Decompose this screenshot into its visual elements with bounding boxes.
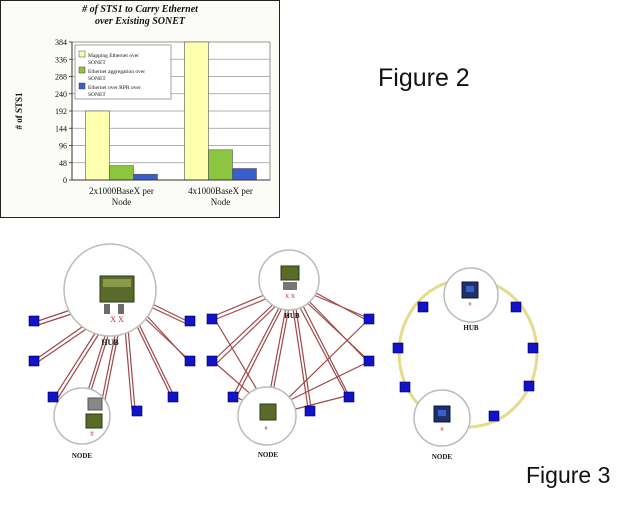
star-node-equipment-icon: #: [85, 397, 103, 438]
y-tick-label: 336: [55, 55, 67, 64]
mesh-edge-node: [363, 355, 375, 367]
ring-hub-equipment-icon: #: [461, 281, 479, 308]
chart-subtitle: over Existing SONET: [95, 16, 186, 27]
mesh-edge-nodes: [206, 313, 375, 417]
ring-node-equipment-icon: #: [433, 405, 451, 433]
star-edge-node: [167, 391, 179, 403]
star-edge-node: [47, 391, 59, 403]
ring-edge-node: [488, 410, 500, 422]
figure-2-label: Figure 2: [378, 64, 470, 92]
ring-topology: # HUB # NODE: [392, 267, 539, 461]
ring-hub-label: HUB: [463, 324, 479, 332]
y-tick-label: 384: [55, 38, 67, 47]
ring-edge-node: [392, 342, 404, 354]
y-tick-label: 240: [55, 90, 67, 99]
ring-edge-node: [510, 301, 522, 313]
legend-swatch: [78, 50, 86, 58]
ring-node-port-mark: #: [441, 427, 444, 433]
ring-edge-node: [527, 342, 539, 354]
mesh-edge-node: [206, 355, 218, 367]
star-edge-node: [28, 315, 40, 327]
network-topology-diagrams: X X HUB # NODE: [28, 243, 539, 461]
bar: [208, 149, 233, 181]
ring-edge-node: [417, 301, 429, 313]
mesh-edge-node: [206, 313, 218, 325]
x-tick-label: Node: [112, 197, 132, 207]
legend-box: [74, 44, 172, 100]
legend-entry-text: Mapping Ethernet over: [88, 53, 139, 59]
mesh-edge-node: [227, 391, 239, 403]
star-hub-label: HUB: [101, 338, 119, 347]
mesh-edge-node: [363, 313, 375, 325]
bar: [133, 173, 158, 181]
legend-entry-text: SONET: [88, 76, 106, 82]
legend-entry-text: Ethernet over RPR over: [88, 85, 141, 91]
ring-node-label: NODE: [432, 453, 453, 461]
legend-entry-text: Ethernet aggregation over: [88, 69, 145, 75]
mesh-topology: X X HUB # NODE: [206, 249, 375, 459]
mesh-hub-equipment-icon: X X: [280, 265, 300, 300]
mesh-edge-node: [304, 405, 316, 417]
star-edge-nodes: [28, 315, 196, 417]
star-edge-node: [184, 315, 196, 327]
x-tick-label: Node: [211, 197, 231, 207]
chart-title: # of STS1 to Carry Ethernet: [81, 4, 199, 15]
bar: [109, 165, 134, 181]
x-tick-label: 2x1000BaseX per: [89, 186, 154, 196]
bar: [85, 110, 110, 181]
x-tick-label: 4x1000BaseX per: [188, 186, 253, 196]
mesh-node-label: NODE: [258, 451, 279, 459]
star-node-port-mark: #: [90, 430, 94, 438]
star-hub-equipment-icon: X X: [99, 275, 135, 324]
y-tick-label: 0: [63, 176, 67, 185]
legend-swatch: [78, 82, 86, 90]
ring-edge-nodes: [392, 301, 539, 422]
bar: [232, 168, 257, 181]
legend-entry-text: SONET: [88, 92, 106, 98]
y-tick-label: 288: [55, 73, 67, 82]
ring-edge-node: [399, 381, 411, 393]
star-edge-node: [184, 355, 196, 367]
mesh-hub-port-mark: X X: [285, 294, 296, 300]
y-axis-label: # of STS1: [14, 92, 24, 130]
y-tick-label: 144: [55, 124, 67, 133]
star-edge-node: [131, 405, 143, 417]
ring-hub-port-mark: #: [469, 302, 472, 308]
y-tick-label: 96: [59, 142, 67, 151]
legend-entry-text: SONET: [88, 60, 106, 66]
legend-swatch: [78, 66, 86, 74]
mesh-hub-label: HUB: [284, 312, 300, 320]
bar: [184, 41, 209, 181]
mesh-node-equipment-icon: #: [259, 403, 277, 432]
star-node-label: NODE: [72, 452, 93, 460]
figure-3-label: Figure 3: [526, 462, 611, 488]
mesh-node-port-mark: #: [265, 426, 268, 432]
star-topology: X X HUB # NODE: [28, 243, 196, 460]
y-tick-label: 48: [59, 159, 67, 168]
ring-edge-node: [523, 380, 535, 392]
star-edge-node: [28, 355, 40, 367]
y-tick-label: 192: [55, 107, 67, 116]
mesh-edge-node: [343, 391, 355, 403]
star-hub-port-mark: X X: [110, 315, 124, 324]
